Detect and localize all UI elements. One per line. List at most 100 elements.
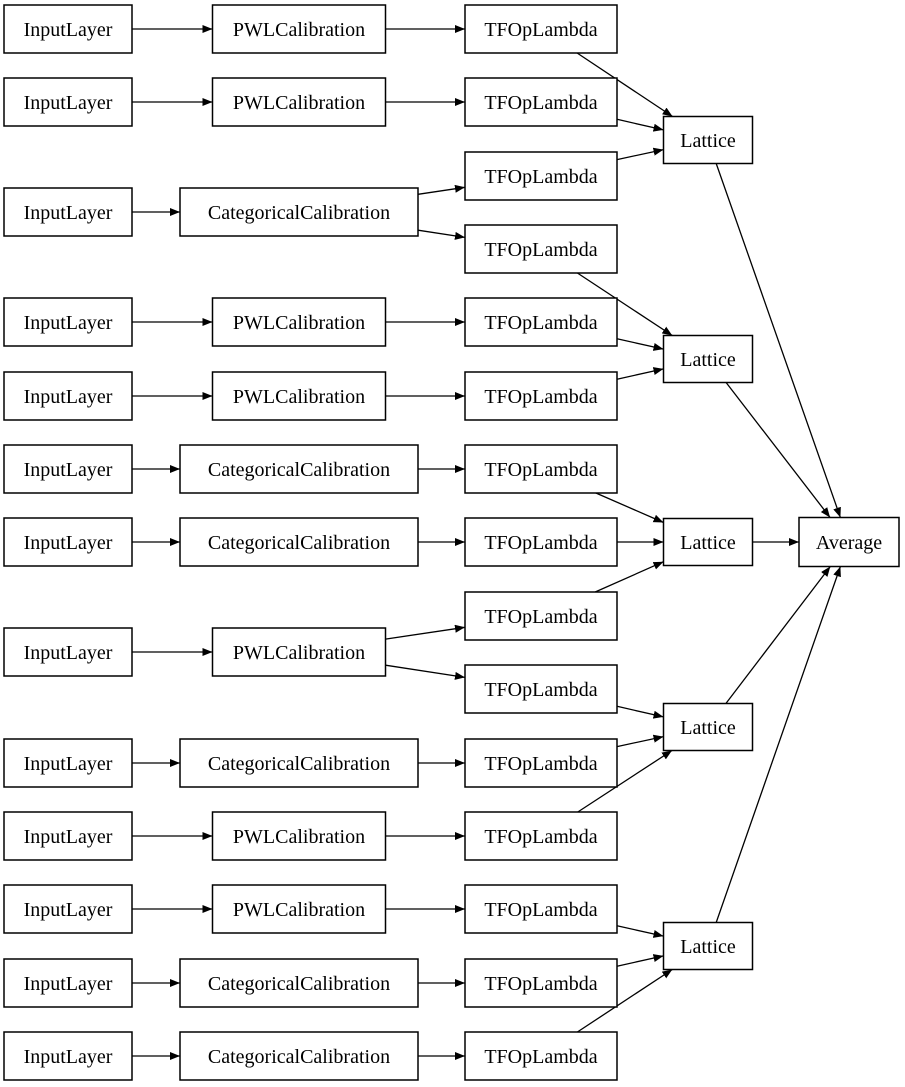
node-label-input-3: InputLayer: [24, 202, 113, 224]
edge-lambda-5-to-lattice-2: [616, 338, 664, 351]
node-box-pwl-5: [211, 371, 387, 421]
node-label-pwl-5: PWLCalibration: [233, 386, 365, 408]
node-box-input-7: [3, 517, 133, 567]
node-input-10: InputLayer: [3, 811, 133, 861]
node-label-pwl-1: PWLCalibration: [233, 19, 365, 41]
node-box-input-9: [3, 738, 133, 788]
node-box-pwl-1: [211, 4, 387, 54]
node-label-cat-3: CategoricalCalibration: [208, 202, 390, 224]
node-box-input-1: [3, 4, 133, 54]
edge-lambda-15-to-lattice-5: [577, 968, 673, 1033]
node-label-input-5: InputLayer: [24, 386, 113, 408]
node-box-pwl-4: [211, 297, 387, 347]
node-label-input-8: InputLayer: [24, 642, 113, 664]
node-input-5: InputLayer: [3, 371, 133, 421]
node-box-lattice-4: [662, 702, 754, 752]
node-box-cat-6: [179, 444, 419, 494]
node-input-3: InputLayer: [3, 187, 133, 237]
node-label-input-10: InputLayer: [24, 826, 113, 848]
node-box-input-2: [3, 77, 133, 127]
node-label-cat-13: CategoricalCalibration: [208, 1046, 390, 1068]
node-label-input-2: InputLayer: [24, 92, 113, 114]
node-box-lambda-9: [464, 591, 618, 641]
node-label-lambda-1: TFOpLambda: [484, 19, 597, 41]
node-lambda-13: TFOpLambda: [464, 884, 618, 934]
node-label-input-4: InputLayer: [24, 312, 113, 334]
edge-lambda-3-to-lattice-1: [616, 147, 664, 161]
node-box-input-10: [3, 811, 133, 861]
node-pwl-4: PWLCalibration: [211, 297, 387, 347]
node-input-7: InputLayer: [3, 517, 133, 567]
node-label-input-9: InputLayer: [24, 753, 113, 775]
node-lambda-3: TFOpLambda: [464, 151, 618, 201]
node-cat-12: CategoricalCalibration: [179, 958, 419, 1008]
node-box-input-5: [3, 371, 133, 421]
node-cat-7: CategoricalCalibration: [179, 517, 419, 567]
node-box-cat-7: [179, 517, 419, 567]
node-box-pwl-11: [211, 884, 387, 934]
node-lambda-10: TFOpLambda: [464, 664, 618, 714]
node-label-lambda-8: TFOpLambda: [484, 532, 597, 554]
edge-pwl-8-to-lambda-10: [385, 664, 466, 680]
node-lambda-9: TFOpLambda: [464, 591, 618, 641]
node-box-lambda-15: [464, 1031, 618, 1081]
node-label-pwl-8: PWLCalibration: [233, 642, 365, 664]
edge-lambda-2-to-lattice-1: [616, 118, 664, 132]
node-box-lambda-1: [464, 4, 618, 54]
node-input-4: InputLayer: [3, 297, 133, 347]
node-box-pwl-10: [211, 811, 387, 861]
node-box-cat-12: [179, 958, 419, 1008]
node-input-1: InputLayer: [3, 4, 133, 54]
node-input-13: InputLayer: [3, 1031, 133, 1081]
node-lattice-2: Lattice: [662, 334, 754, 384]
node-label-cat-7: CategoricalCalibration: [208, 532, 390, 554]
node-lambda-5: TFOpLambda: [464, 297, 618, 347]
node-box-input-8: [3, 627, 133, 677]
node-label-lambda-15: TFOpLambda: [484, 1046, 597, 1068]
node-label-input-12: InputLayer: [24, 973, 113, 995]
node-label-lambda-12: TFOpLambda: [484, 826, 597, 848]
edge-lambda-11-to-lattice-4: [616, 734, 664, 748]
edge-pwl-8-to-lambda-9: [385, 624, 466, 640]
node-box-lambda-10: [464, 664, 618, 714]
node-box-input-13: [3, 1031, 133, 1081]
node-input-9: InputLayer: [3, 738, 133, 788]
node-lambda-11: TFOpLambda: [464, 738, 618, 788]
node-box-lambda-5: [464, 297, 618, 347]
node-box-input-3: [3, 187, 133, 237]
node-label-lattice-4: Lattice: [680, 717, 736, 739]
node-pwl-5: PWLCalibration: [211, 371, 387, 421]
node-box-lambda-14: [464, 958, 618, 1008]
node-label-input-7: InputLayer: [24, 532, 113, 554]
edge-lattice-2-to-average: [725, 382, 831, 518]
node-label-pwl-11: PWLCalibration: [233, 899, 365, 921]
node-input-2: InputLayer: [3, 77, 133, 127]
node-lambda-8: TFOpLambda: [464, 517, 618, 567]
node-label-lambda-14: TFOpLambda: [484, 973, 597, 995]
node-average: Average: [798, 516, 900, 568]
node-lambda-12: TFOpLambda: [464, 811, 618, 861]
edge-lambda-4-to-lattice-2: [577, 272, 673, 337]
node-lambda-6: TFOpLambda: [464, 371, 618, 421]
edge-lambda-14-to-lattice-5: [616, 954, 664, 967]
edge-cat-3-to-lambda-4: [417, 229, 466, 240]
node-label-pwl-2: PWLCalibration: [233, 92, 365, 114]
edge-lambda-9-to-lattice-3: [594, 561, 664, 593]
node-label-cat-6: CategoricalCalibration: [208, 459, 390, 481]
node-label-lambda-9: TFOpLambda: [484, 606, 597, 628]
node-lambda-14: TFOpLambda: [464, 958, 618, 1008]
node-input-12: InputLayer: [3, 958, 133, 1008]
nodes-layer: InputLayerInputLayerInputLayerInputLayer…: [3, 4, 900, 1081]
node-cat-13: CategoricalCalibration: [179, 1031, 419, 1081]
edge-lambda-6-to-lattice-2: [616, 367, 664, 380]
node-pwl-10: PWLCalibration: [211, 811, 387, 861]
node-input-11: InputLayer: [3, 884, 133, 934]
node-label-input-13: InputLayer: [24, 1046, 113, 1068]
edge-lattice-4-to-average: [725, 566, 831, 704]
node-lattice-1: Lattice: [662, 115, 754, 165]
edge-lambda-10-to-lattice-4: [616, 705, 664, 719]
node-box-cat-9: [179, 738, 419, 788]
node-lambda-2: TFOpLambda: [464, 77, 618, 127]
node-box-cat-13: [179, 1031, 419, 1081]
